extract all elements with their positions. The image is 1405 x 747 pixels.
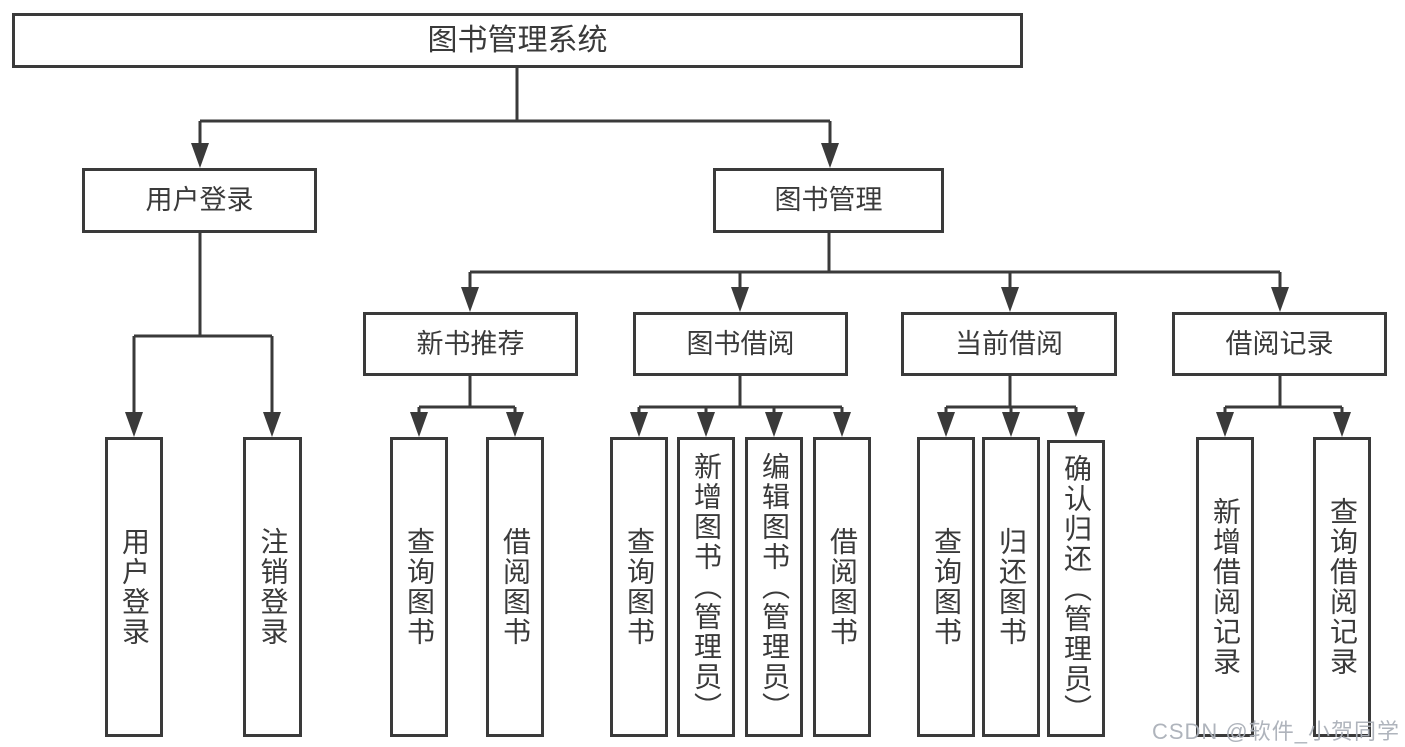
- leaf-recommend-borrow-books: 借阅图书: [486, 437, 544, 737]
- node-root-system: 图书管理系统: [12, 13, 1023, 68]
- leaf-current-query-books: 查询图书: [917, 437, 975, 737]
- node-book-management: 图书管理: [713, 168, 944, 233]
- connector-currentborrow-subtree: [937, 376, 1085, 437]
- connector-userlogin-subtree: [125, 233, 281, 437]
- leaf-borrowing-query-books: 查询图书: [610, 437, 668, 737]
- leaf-recommend-query-books: 查询图书: [390, 437, 448, 737]
- leaf-current-return-books: 归还图书: [982, 437, 1040, 737]
- leaf-user-login: 用户登录: [105, 437, 163, 737]
- node-user-login: 用户登录: [82, 168, 317, 233]
- node-borrow-records: 借阅记录: [1172, 312, 1387, 376]
- connector-root-to-level2: [191, 68, 839, 168]
- connector-bookmgmt-to-level3: [461, 233, 1289, 312]
- leaf-records-query-record: 查询借阅记录: [1313, 437, 1371, 737]
- node-new-book-recommend: 新书推荐: [363, 312, 578, 376]
- connector-bookborrow-subtree: [630, 376, 851, 437]
- leaf-borrowing-add-books-admin: 新增图书（管理员）: [677, 437, 735, 737]
- node-book-borrowing: 图书借阅: [633, 312, 848, 376]
- connector-borrowrecord-subtree: [1216, 376, 1351, 437]
- node-current-borrowing: 当前借阅: [901, 312, 1117, 376]
- connector-newbookrec-subtree: [410, 376, 524, 437]
- leaf-borrowing-borrow-books: 借阅图书: [813, 437, 871, 737]
- leaf-current-confirm-return-admin: 确认归还（管理员）: [1047, 440, 1105, 737]
- csdn-watermark: CSDN @软件_小贺同学: [1151, 719, 1400, 744]
- leaf-records-add-record: 新增借阅记录: [1196, 437, 1254, 737]
- leaf-logout: 注销登录: [243, 437, 302, 737]
- leaf-borrowing-edit-books-admin: 编辑图书（管理员）: [745, 437, 803, 737]
